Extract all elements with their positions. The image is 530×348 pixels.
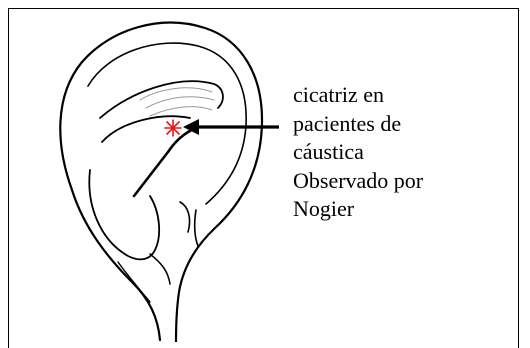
ear-tragus xyxy=(180,202,198,246)
caption-line: cáustica xyxy=(293,138,513,167)
caption-line: cicatriz en xyxy=(293,81,513,110)
ear-shading xyxy=(140,88,214,116)
caption-line: pacientes de xyxy=(293,110,513,139)
annotation-caption: cicatriz en pacientes de cáustica Observ… xyxy=(293,81,513,224)
caption-line: Observado por xyxy=(293,167,513,196)
ear-antitragus xyxy=(150,254,170,284)
ear-antihelix-ridge xyxy=(100,81,223,118)
ear-inner-helix-rim xyxy=(88,43,246,204)
pointer-arrow xyxy=(183,119,279,135)
ear-helix-crus xyxy=(134,128,196,196)
ear-outer-helix xyxy=(60,23,262,342)
caption-line: Nogier xyxy=(293,195,513,224)
scar-marker-icon xyxy=(165,120,181,136)
ear-lobe-inner xyxy=(118,262,150,302)
